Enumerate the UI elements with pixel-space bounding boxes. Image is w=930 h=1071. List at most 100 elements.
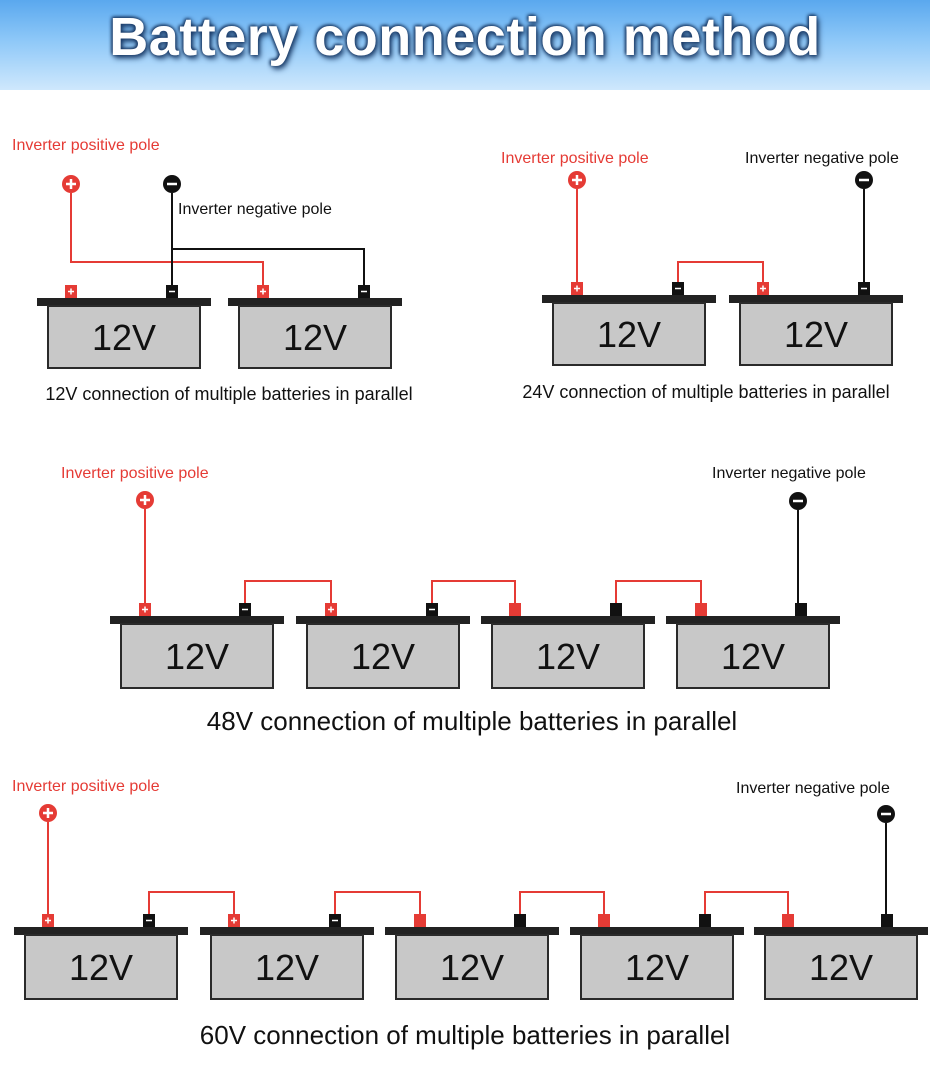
- positive-terminal: [42, 914, 54, 927]
- positive-terminal: [782, 914, 794, 927]
- battery-voltage-label: 12V: [784, 314, 848, 355]
- battery-body: [306, 623, 460, 689]
- series-link-wire: [244, 580, 332, 603]
- battery-5: 12V: [754, 927, 928, 1000]
- battery-voltage-label: 12V: [625, 947, 689, 988]
- battery-lid: [754, 927, 928, 935]
- battery-lid: [14, 927, 188, 935]
- series-link-wire: [148, 891, 235, 914]
- battery-1: 12V: [110, 616, 284, 689]
- battery-4: 12V: [666, 616, 840, 689]
- positive-terminal: [414, 914, 426, 927]
- diagram-caption: 48V connection of multiple batteries in …: [207, 706, 737, 736]
- battery-lid: [666, 616, 840, 624]
- battery-body: [491, 623, 645, 689]
- battery-3: 12V: [385, 927, 559, 1000]
- battery-voltage-label: 12V: [69, 947, 133, 988]
- negative-terminal: [143, 914, 155, 927]
- battery-voltage-label: 12V: [165, 636, 229, 677]
- battery-voltage-label: 12V: [283, 317, 347, 358]
- minus-circle-icon: [877, 805, 895, 823]
- battery-body: [120, 623, 274, 689]
- negative-terminal: [166, 285, 178, 298]
- battery-voltage-label: 12V: [597, 314, 661, 355]
- positive-terminal: [65, 285, 77, 298]
- battery-body: [739, 302, 893, 366]
- battery-2: 12V: [200, 927, 374, 1000]
- diagram-caption: 24V connection of multiple batteries in …: [522, 382, 889, 402]
- positive-terminal: [139, 603, 151, 616]
- diagram-caption: 12V connection of multiple batteries in …: [45, 384, 412, 404]
- positive-terminal: [695, 603, 707, 616]
- positive-terminal: [257, 285, 269, 298]
- minus-circle-icon: [163, 175, 181, 193]
- battery-lid: [228, 298, 402, 306]
- battery-voltage-label: 12V: [92, 317, 156, 358]
- negative-terminal: [426, 603, 438, 616]
- battery-2: 12V: [729, 295, 903, 366]
- battery-voltage-label: 12V: [536, 636, 600, 677]
- battery-voltage-label: 12V: [255, 947, 319, 988]
- battery-body: [580, 934, 734, 1000]
- battery-1: 12V: [14, 927, 188, 1000]
- negative-terminal: [239, 603, 251, 616]
- negative-terminal: [329, 914, 341, 927]
- page-title: Battery connection method: [109, 7, 821, 67]
- series-link-wire: [677, 261, 764, 282]
- plus-circle-icon: [62, 175, 80, 193]
- battery-voltage-label: 12V: [721, 636, 785, 677]
- positive-terminal: [571, 282, 583, 295]
- negative-pole-label: Inverter negative pole: [736, 780, 890, 797]
- battery-lid: [110, 616, 284, 624]
- battery-lid: [481, 616, 655, 624]
- series-link-wire: [704, 891, 789, 914]
- battery-1: 12V: [542, 295, 716, 366]
- battery-lid: [296, 616, 470, 624]
- battery-lid: [542, 295, 716, 303]
- negative-terminal: [858, 282, 870, 295]
- battery-lid: [729, 295, 903, 303]
- plus-circle-icon: [568, 171, 586, 189]
- positive-pole-label: Inverter positive pole: [12, 137, 160, 154]
- diagram-caption: 60V connection of multiple batteries in …: [200, 1020, 730, 1050]
- title-banner: Battery connection method: [0, 0, 930, 90]
- plus-circle-icon: [136, 491, 154, 509]
- negative-terminal: [795, 603, 807, 616]
- battery-lid: [570, 927, 744, 935]
- positive-terminal: [228, 914, 240, 927]
- battery-body: [552, 302, 706, 366]
- battery-1: 12V: [37, 298, 211, 369]
- negative-terminal: [881, 914, 893, 927]
- battery-voltage-label: 12V: [351, 636, 415, 677]
- negative-bus-wire: [172, 248, 365, 285]
- positive-pole-label: Inverter positive pole: [12, 778, 160, 795]
- negative-pole-label: Inverter negative pole: [745, 150, 899, 167]
- negative-pole-label: Inverter negative pole: [712, 465, 866, 482]
- positive-terminal: [757, 282, 769, 295]
- series-link-wire: [334, 891, 421, 914]
- positive-terminal: [509, 603, 521, 616]
- battery-voltage-label: 12V: [809, 947, 873, 988]
- battery-body: [395, 934, 549, 1000]
- negative-terminal: [699, 914, 711, 927]
- battery-lid: [200, 927, 374, 935]
- battery-3: 12V: [481, 616, 655, 689]
- battery-body: [764, 934, 918, 1000]
- negative-terminal: [514, 914, 526, 927]
- negative-terminal: [610, 603, 622, 616]
- negative-pole-label: Inverter negative pole: [178, 201, 332, 218]
- positive-pole-label: Inverter positive pole: [501, 150, 649, 167]
- series-link-wire: [519, 891, 605, 914]
- battery-body: [210, 934, 364, 1000]
- positive-terminal: [598, 914, 610, 927]
- series-link-wire: [615, 580, 702, 603]
- battery-body: [47, 305, 201, 369]
- positive-terminal: [325, 603, 337, 616]
- positive-pole-label: Inverter positive pole: [61, 465, 209, 482]
- battery-2: 12V: [296, 616, 470, 689]
- battery-2: 12V: [228, 298, 402, 369]
- battery-body: [238, 305, 392, 369]
- battery-lid: [385, 927, 559, 935]
- positive-wire: [70, 193, 264, 285]
